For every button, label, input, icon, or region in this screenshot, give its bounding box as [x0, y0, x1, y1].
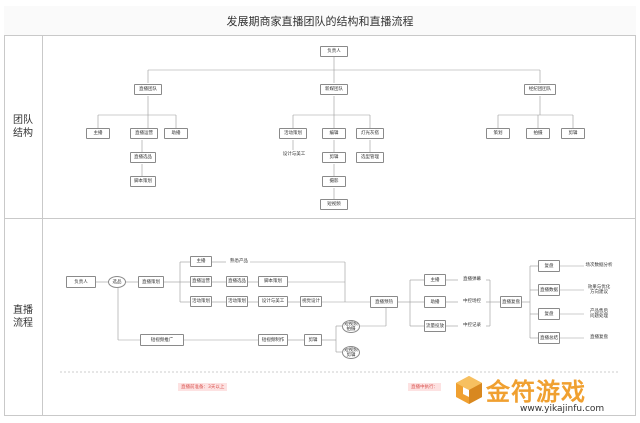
process-visual-node: 视觉设计	[300, 296, 322, 307]
watermark-logo: 金符游戏	[452, 372, 586, 407]
phase-pre-label: 直播前准备：3天以上	[178, 383, 228, 391]
lane-label-team: 团队结构	[13, 115, 33, 139]
process-clip-b-node: 短视频 剪辑	[342, 346, 360, 359]
process-promo2-node: 短视频制作	[258, 334, 288, 346]
team-live-node: 直播团队	[134, 84, 162, 95]
process-event-node: 活动策划	[190, 296, 212, 307]
diagram-title: 发展期商家直播团队的结构和直播流程	[4, 6, 636, 36]
team-script-node: 脚本策划	[130, 176, 156, 187]
team-design-label: 设计与美工	[282, 152, 306, 157]
team-agent-shoot-node: 拍摄	[526, 128, 550, 139]
process-r2-node: 直播数据	[538, 284, 560, 296]
lane-divider	[4, 218, 636, 219]
team-media-node: 新媒团队	[320, 84, 348, 95]
process-interact-label: 直播弹幕	[463, 277, 481, 282]
watermark-url: www.yikajinfu.com	[520, 404, 605, 414]
cube-logo-icon	[456, 375, 482, 404]
team-agent-edit-node: 剪辑	[561, 128, 585, 139]
process-select-node: 直播选品	[226, 276, 248, 287]
team-root-node: 负责人	[320, 46, 348, 57]
process-data2-label: 中控记录	[463, 323, 481, 328]
team-select-node: 直播选品	[130, 152, 156, 163]
team-assistant-node: 助播	[164, 128, 188, 139]
process-start-node: 负责人	[66, 276, 96, 288]
process-center-node: 直播预热	[370, 296, 398, 308]
process-ops-node: 直播运营	[190, 276, 212, 287]
process-design-node: 设计与美工	[258, 296, 288, 307]
process-edit-node: 剪辑	[304, 334, 322, 346]
process-review-node: 直播复盘	[500, 296, 522, 308]
process-data-node: 流量投放	[424, 320, 446, 332]
process-r2b-label: 效果与优化 方向建议	[587, 285, 611, 295]
process-plan-node: 直播策划	[138, 276, 164, 288]
phase-live-label: 直播中执行：	[408, 383, 441, 391]
process-r1b-label: 场次数据分析	[585, 263, 613, 268]
team-host-node: 主播	[86, 128, 110, 139]
team-agent-node: 经纪团团队	[524, 84, 556, 95]
lane-label-process: 直播流程	[13, 305, 33, 329]
team-clip-node: 剪辑	[322, 152, 346, 163]
process-r3b-label: 产品售后 问题处理	[590, 309, 608, 319]
process-promo-node: 短视频推广	[140, 334, 184, 346]
team-agent-plan-node: 策划	[486, 128, 510, 139]
team-live-ops-node: 直播运营	[130, 128, 158, 139]
team-photo-node: 摄影	[322, 176, 346, 187]
process-r4-node: 直播总结	[538, 332, 560, 344]
team-event-node: 活动策划	[279, 128, 307, 139]
lane-column-divider	[42, 36, 43, 416]
process-script-node: 脚本策划	[258, 276, 288, 287]
team-editor-node: 编辑	[322, 128, 346, 139]
process-clip-a-node: 短视频 拍摄	[342, 320, 360, 333]
watermark-text: 金符游戏	[486, 378, 586, 406]
process-r4b-label: 直播复盘	[590, 335, 608, 340]
process-collect-node: 活动策划	[226, 296, 248, 307]
process-host-node: 主播	[190, 256, 212, 267]
process-assist-node: 助播	[424, 296, 446, 308]
team-select-mgmt-node: 选型管理	[356, 152, 384, 163]
team-light-node: 灯光灰搭	[356, 128, 384, 139]
process-r1-node: 复盘	[538, 260, 560, 272]
process-r3-node: 复盘	[538, 308, 560, 320]
process-decision-node: 选品	[108, 276, 126, 288]
process-product-label: 熟悉产品	[230, 259, 248, 264]
process-host2-node: 主播	[424, 274, 446, 286]
process-control-label: 中控场控	[463, 299, 481, 304]
team-shortvideo-node: 短视频	[320, 199, 348, 210]
